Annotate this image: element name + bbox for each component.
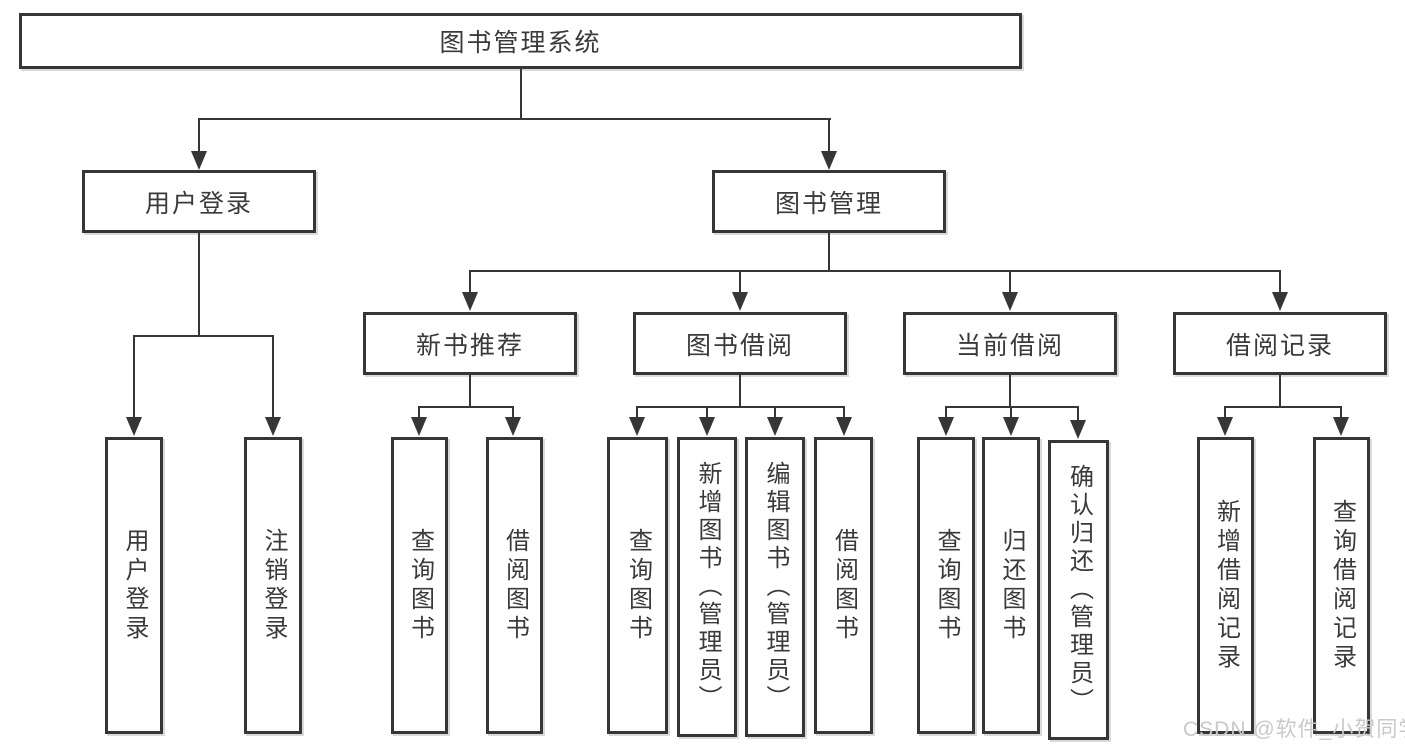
- node-user-login-branch: 用户登录: [82, 170, 316, 233]
- connector-sec2-stem: [739, 375, 741, 407]
- connector-sec1-rail: [418, 406, 514, 408]
- node-current-borrow: 当前借阅: [903, 312, 1117, 375]
- node-borrow-records: 借阅记录: [1173, 312, 1387, 375]
- csdn-watermark: CSDN @软件_小贺同学: [1183, 718, 1405, 741]
- leaf-query-books-current: 查询图书: [917, 437, 975, 734]
- connector-user-stem: [198, 233, 200, 336]
- leaf-add-book-admin: 新增图书（管理员）: [677, 437, 737, 737]
- node-book-borrow: 图书借阅: [633, 312, 847, 375]
- leaf-user-login: 用户登录: [105, 437, 163, 734]
- leaf-confirm-return-admin: 确认归还（管理员）: [1048, 440, 1109, 740]
- connector-root-rail: [198, 118, 831, 120]
- leaf-add-borrow-record: 新增借阅记录: [1197, 437, 1254, 734]
- leaf-query-books-borrow: 查询图书: [607, 437, 668, 734]
- leaf-logout: 注销登录: [244, 437, 302, 734]
- node-root: 图书管理系统: [19, 13, 1022, 69]
- connector-sec4-stem: [1279, 375, 1281, 407]
- leaf-borrow-books: 借阅图书: [814, 437, 873, 734]
- connector-root-stem: [520, 69, 522, 118]
- leaf-query-borrow-record: 查询借阅记录: [1313, 437, 1370, 734]
- leaf-query-books-recommend: 查询图书: [391, 437, 448, 734]
- connector-sec3-rail: [945, 406, 1079, 408]
- node-new-book-recommend: 新书推荐: [363, 312, 577, 375]
- leaf-borrow-books-recommend: 借阅图书: [486, 437, 543, 734]
- connector-user-rail: [133, 335, 274, 337]
- connector-sec1-stem: [469, 375, 471, 407]
- connector-sec4-rail: [1224, 406, 1342, 408]
- leaf-edit-book-admin: 编辑图书（管理员）: [745, 437, 805, 737]
- connector-mgmt-stem: [828, 233, 830, 271]
- leaf-return-book: 归还图书: [982, 437, 1040, 734]
- node-book-management: 图书管理: [712, 170, 946, 233]
- connector-mgmt-rail: [469, 270, 1281, 272]
- connector-sec2-rail: [636, 406, 845, 408]
- connector-sec3-stem: [1009, 375, 1011, 407]
